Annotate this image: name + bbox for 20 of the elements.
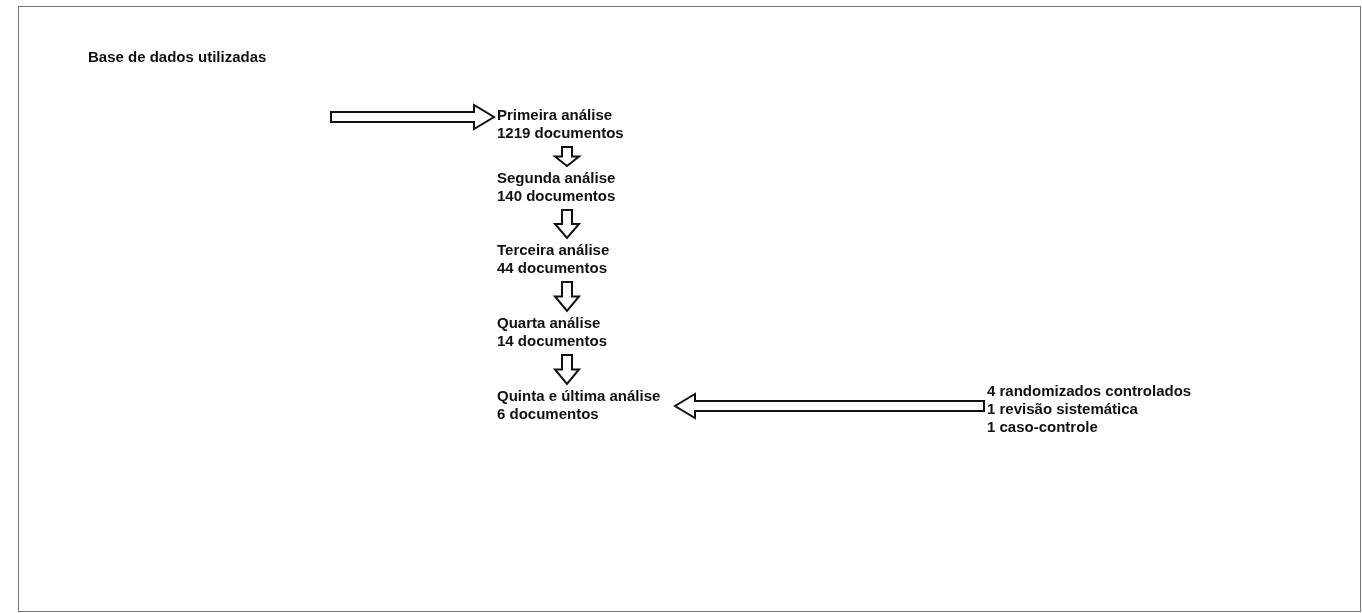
block-arrow [330, 103, 496, 131]
text-line: 1 revisão sistemática [987, 400, 1138, 418]
document-count: 140 documentos [497, 187, 616, 205]
document-count: 44 documentos [497, 259, 608, 277]
step-title: Quinta e última análise [497, 387, 661, 405]
step-title: Segunda análise [497, 169, 616, 187]
step-title: Terceira análise [497, 241, 610, 259]
text-line: 4 randomizados controlados [987, 382, 1192, 400]
text-line: 1 caso-controle [987, 418, 1098, 436]
block-arrow [552, 281, 582, 313]
document-count: 14 documentos [497, 332, 608, 350]
source-heading: Base de dados utilizadas [88, 48, 267, 66]
block-arrow [552, 146, 582, 168]
document-count: 1219 documentos [497, 124, 624, 142]
block-arrow [673, 392, 985, 420]
document-count: 6 documentos [497, 405, 599, 423]
block-arrow [552, 354, 582, 386]
step-title: Quarta análise [497, 314, 601, 332]
step-title: Primeira análise [497, 106, 613, 124]
block-arrow [552, 209, 582, 240]
